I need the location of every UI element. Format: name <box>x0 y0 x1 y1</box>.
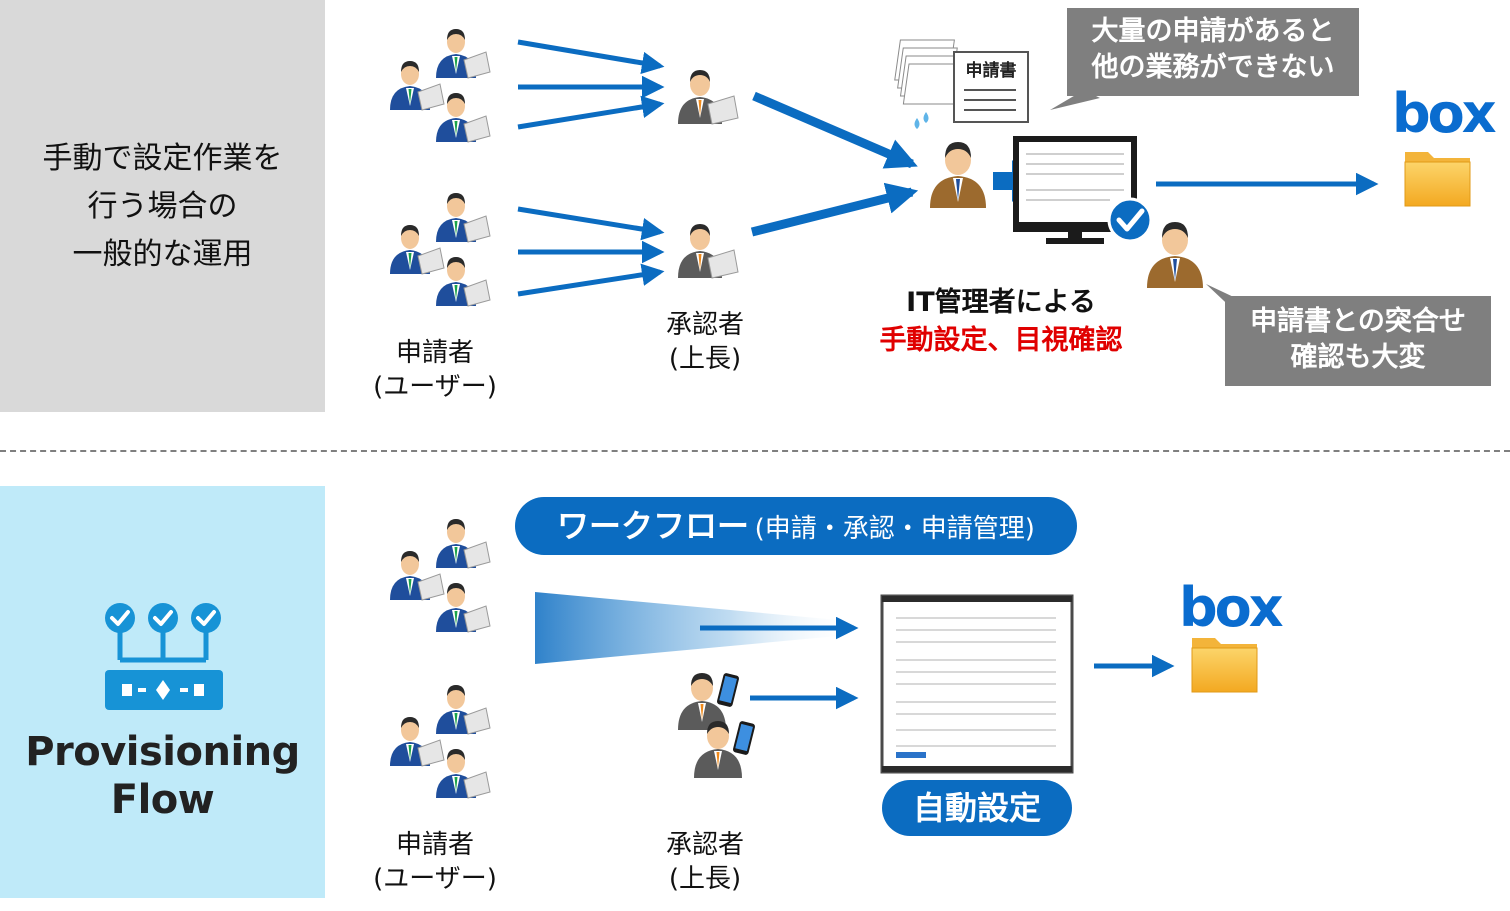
manual-panel <box>0 0 325 412</box>
sweat-drop-icon <box>914 112 929 129</box>
requester-arrows-top <box>517 39 665 297</box>
callout-top-line-2: 他の業務ができない <box>1091 52 1335 83</box>
requester-group-icon-2 <box>390 193 490 306</box>
it-admin-line-2: 手動設定、目視確認 <box>879 325 1123 356</box>
requester-subtitle-bottom: (ユーザー) <box>373 864 497 894</box>
callout-top-line-1: 大量の申請があると <box>1091 16 1335 47</box>
workflow-sub-label: (申請・承認・申請管理) <box>754 514 1035 544</box>
product-name-line-2: Flow <box>110 777 215 823</box>
requester-group-icon-1 <box>390 29 490 142</box>
box-logo-top: box <box>1392 82 1497 145</box>
manual-title-line-1: 手動で設定作業を <box>42 141 283 176</box>
approver-arrows <box>750 91 919 237</box>
approver-tablet-icon-1 <box>678 672 740 730</box>
approver-title: 承認者 <box>665 310 744 340</box>
approver-icon-1 <box>677 69 739 125</box>
workflow-main-label: ワークフロー <box>557 507 750 545</box>
form-screenshot <box>880 594 1074 774</box>
requester-label-bottom: 申請者 (ユーザー) <box>360 828 510 896</box>
manual-panel-title: 手動で設定作業を 行う場合の 一般的な運用 <box>0 135 325 279</box>
provisioning-flow-logo <box>105 603 223 710</box>
approver-label-top: 承認者 (上長) <box>630 308 780 376</box>
requester-label-top: 申請者 (ユーザー) <box>360 336 510 404</box>
callout-bottom-line-1: 申請書との突合せ <box>1250 306 1466 337</box>
requester-group-icon-3 <box>390 519 490 632</box>
approver-label-bottom: 承認者 (上長) <box>630 828 780 896</box>
manual-title-line-2: 行う場合の <box>87 189 238 224</box>
form-lines <box>964 89 1016 111</box>
manual-title-line-3: 一般的な運用 <box>72 237 253 272</box>
auto-setting-pill: 自動設定 <box>882 780 1072 836</box>
requester-title-bottom: 申請者 <box>395 830 474 860</box>
callout-hard-to-verify: 申請書との突合せ 確認も大変 <box>1225 296 1491 386</box>
approver-subtitle: (上長) <box>668 344 742 374</box>
requester-title: 申請者 <box>395 338 474 368</box>
approver-title-bottom: 承認者 <box>665 830 744 860</box>
provisioning-flow-title: Provisioning Flow <box>0 728 325 824</box>
folder-icon-top <box>1404 152 1471 207</box>
it-admin-label: IT管理者による 手動設定、目視確認 <box>856 284 1146 360</box>
form-stack-icon <box>894 39 964 105</box>
callout-too-many-requests: 大量の申請があると 他の業務ができない <box>1067 8 1359 96</box>
product-name-line-1: Provisioning <box>25 729 300 775</box>
section-divider <box>0 450 1510 452</box>
callout-bottom-line-2: 確認も大変 <box>1290 342 1426 373</box>
it-admin-icon <box>930 142 986 208</box>
workflow-funnel <box>535 592 860 664</box>
workflow-pill: ワークフロー (申請・承認・申請管理) <box>515 497 1077 555</box>
folder-icon-bottom <box>1191 638 1258 693</box>
box-logo-bottom: box <box>1179 576 1284 639</box>
requester-subtitle: (ユーザー) <box>373 372 497 402</box>
approver-icon-2 <box>677 223 739 279</box>
checker-admin-icon <box>1147 222 1203 288</box>
approver-subtitle-bottom: (上長) <box>668 864 742 894</box>
requester-group-icon-4 <box>390 685 490 798</box>
it-admin-line-1: IT管理者による <box>906 287 1096 318</box>
form-label: 申請書 <box>965 61 1017 81</box>
check-icon <box>1107 197 1153 243</box>
